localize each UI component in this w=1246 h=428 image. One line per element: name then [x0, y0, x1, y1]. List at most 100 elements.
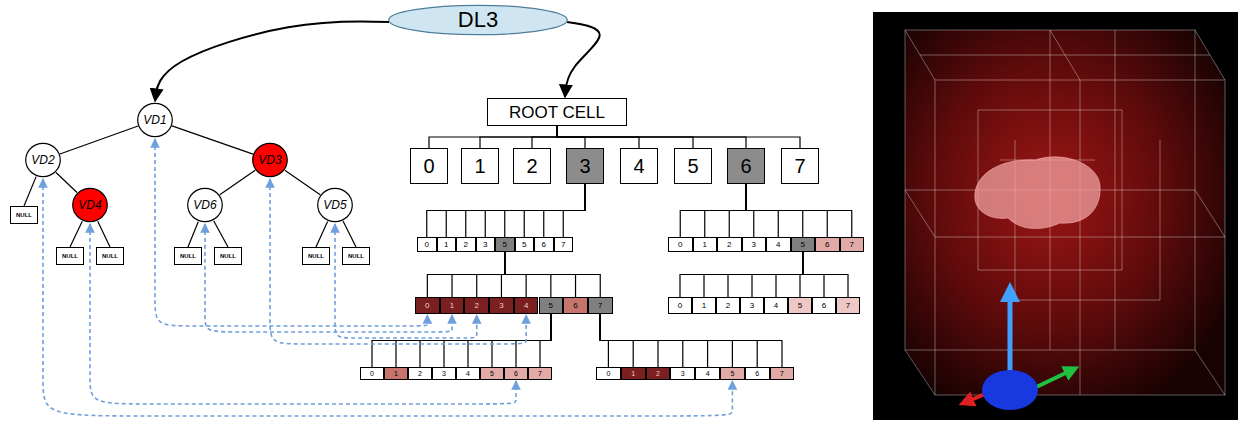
cell-index: 6	[542, 241, 546, 249]
tree-branch	[563, 184, 585, 237]
node-label: VD4	[78, 199, 101, 211]
cell-index: 0	[423, 156, 434, 176]
tree-branch	[429, 126, 557, 148]
octree-cell: 1	[384, 367, 408, 380]
octree-cell: 1	[693, 237, 718, 252]
cell-index: 7	[561, 241, 565, 249]
octree-cell: 7	[770, 367, 795, 380]
tree-branch	[188, 222, 198, 247]
tree-node: VD2	[25, 142, 61, 178]
cell-index: 7	[794, 156, 805, 176]
cell-index: 4	[706, 370, 710, 377]
tree-branch	[343, 221, 356, 247]
octree-cell: 2	[464, 297, 489, 314]
tree-branch	[427, 252, 504, 297]
node-label: NULL	[308, 253, 324, 259]
tree-branch	[24, 177, 36, 206]
cell-index: 7	[598, 302, 602, 310]
cell-index: 2	[656, 370, 660, 377]
link-arrow	[155, 139, 427, 326]
list-ellipse: DL3	[385, 4, 571, 36]
organ-blob	[975, 157, 1100, 229]
null-leaf: NULL	[96, 247, 124, 265]
tree-branch	[752, 252, 803, 297]
cell-index: 6	[825, 241, 829, 249]
cell-index: 2	[464, 241, 468, 249]
octree-cell: 7	[554, 237, 574, 252]
octree-cell: 5	[791, 237, 816, 252]
octree-cell: 3	[476, 237, 496, 252]
tree-branch	[214, 221, 228, 247]
root-cell: ROOT CELL	[487, 98, 627, 126]
cell-index: 4	[774, 302, 778, 310]
octree-cell: 4	[766, 237, 791, 252]
octree-cell: 2	[646, 367, 671, 380]
octree-cell: 6	[812, 297, 836, 314]
octree-cell: 4	[456, 367, 480, 380]
tree-branch	[485, 184, 585, 237]
cell-index: 7	[850, 241, 854, 249]
cell-index: 5	[522, 241, 526, 249]
octree-cell: 0	[417, 237, 437, 252]
cell-index: 3	[483, 241, 487, 249]
cell-index: 0	[606, 370, 610, 377]
octree-cell: 1	[621, 367, 646, 380]
cell-index: 3	[750, 302, 754, 310]
cell-index: 1	[474, 156, 485, 176]
octree-cell: 6	[534, 237, 554, 252]
node-label: NULL	[348, 253, 364, 259]
cell-index: 2	[727, 241, 731, 249]
octree-cell: 6	[745, 367, 770, 380]
octree-cell: 7	[588, 297, 613, 314]
tree-branch	[728, 252, 803, 297]
tree-branch	[524, 184, 585, 237]
tree-branch	[705, 184, 746, 237]
tree-branch	[480, 126, 557, 148]
tree-branch	[477, 252, 505, 297]
cell-index: 0	[425, 241, 429, 249]
cell-index: 1	[702, 302, 706, 310]
octree-cell: 2	[717, 237, 742, 252]
cell-index: 5	[490, 370, 494, 377]
tree-branch	[60, 126, 138, 154]
octree-cell: 6	[563, 297, 588, 314]
octree-cell: 4	[695, 367, 720, 380]
tree-node: VD4	[72, 187, 108, 223]
octree-cell: 5	[515, 237, 535, 252]
octree-cell: 3	[742, 237, 767, 252]
tree-branch	[544, 184, 585, 237]
cell-index: 6	[822, 302, 826, 310]
tree-branch	[172, 126, 253, 154]
tree-branch	[316, 221, 328, 247]
tree-branch	[540, 314, 551, 367]
cell-index: 1	[450, 302, 454, 310]
cell-index: 0	[678, 302, 682, 310]
tree-branch	[729, 184, 746, 237]
tree-branch	[396, 314, 551, 367]
node-label: VD3	[258, 154, 281, 166]
octree-cell: 1	[692, 297, 716, 314]
tree-branch	[505, 184, 585, 237]
cell-index: 5	[549, 302, 553, 310]
octree-cell: 1	[440, 297, 465, 314]
octree-cell: 0	[668, 237, 693, 252]
tree-branch	[98, 221, 110, 247]
octree-cell: 7	[528, 367, 552, 380]
cell-index: 7	[846, 302, 850, 310]
cell-index: 6	[514, 370, 518, 377]
cell-index: 1	[703, 241, 707, 249]
octree-cell: 2	[716, 297, 740, 314]
octree-cell: 4	[620, 148, 658, 184]
cell-index: 3	[442, 370, 446, 377]
octree-cell: 6	[815, 237, 840, 252]
node-label: NULL	[220, 253, 236, 259]
tree-branch	[452, 252, 505, 297]
cell-index: 6	[740, 156, 751, 176]
cell-index: 5	[798, 302, 802, 310]
cell-index: 2	[475, 302, 479, 310]
cell-index: 5	[730, 370, 734, 377]
cell-index: 3	[499, 302, 503, 310]
octree-cell: 2	[513, 148, 551, 184]
tree-branch	[680, 184, 746, 237]
octree-cell: 5	[674, 148, 712, 184]
